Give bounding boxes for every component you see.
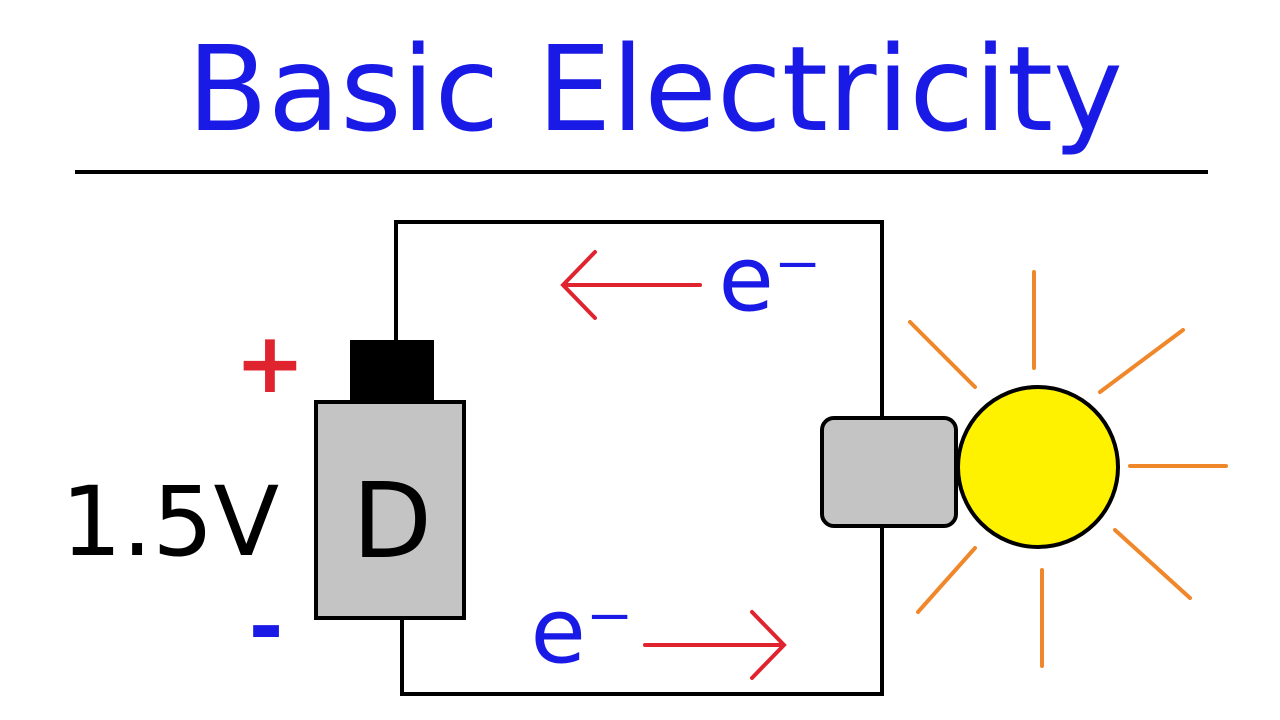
battery-positive-terminal	[350, 340, 434, 402]
light-bulb	[820, 270, 1228, 668]
battery-type-label: D	[352, 460, 432, 582]
top-wire	[394, 220, 884, 418]
bottom-electron-label: e⁻	[531, 579, 634, 684]
top-electron-arrow	[560, 250, 702, 320]
voltage-label: 1.5V	[61, 466, 279, 578]
bulb-glass	[956, 385, 1120, 549]
d-cell-battery: D	[314, 340, 466, 620]
light-rays	[908, 270, 1228, 668]
bulb-base	[820, 416, 958, 528]
negative-sign: -	[249, 577, 284, 675]
circuit-wires	[394, 220, 884, 696]
bottom-wire	[400, 528, 884, 696]
positive-sign: +	[235, 314, 305, 412]
bottom-electron-arrow	[643, 610, 787, 680]
battery-body	[314, 400, 466, 620]
top-electron-label: e⁻	[719, 227, 822, 332]
page-title: Basic Electricity	[187, 20, 1123, 158]
